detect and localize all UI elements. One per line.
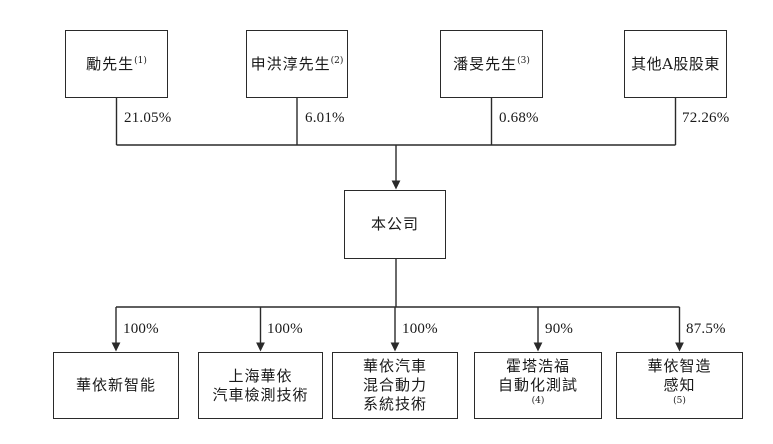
shareholder-name: 其他A股股東 bbox=[631, 54, 720, 73]
footnote-ref: (5) bbox=[673, 396, 686, 406]
ownership-pct: 6.01% bbox=[305, 110, 345, 126]
ownership-pct: 90% bbox=[545, 321, 574, 337]
subsidiary-name: 華依汽車 混合動力 系統技術 bbox=[362, 357, 427, 413]
company-box: 本公司 bbox=[344, 190, 446, 259]
shareholder-box-shenhongchun: 申洪淳先生(2) bbox=[246, 30, 348, 98]
ownership-pct: 72.26% bbox=[682, 110, 730, 126]
subsidiary-name: 華依智造 感知(5) bbox=[647, 357, 712, 406]
footnote-ref: (2) bbox=[330, 55, 344, 66]
shareholder-box-panmin: 潘旻先生(3) bbox=[440, 30, 543, 98]
subsidiary-box-huayi-hybrid-power: 華依汽車 混合動力 系統技術 bbox=[332, 352, 458, 419]
subsidiary-box-huayi-zhizao-ganzhi: 華依智造 感知(5) bbox=[616, 352, 743, 419]
footnote-ref: (1) bbox=[134, 55, 147, 66]
ownership-pct: 0.68% bbox=[499, 110, 539, 126]
shareholder-name: 勵先生(1) bbox=[86, 54, 147, 73]
subsidiary-box-shanghai-huayi-testing: 上海華依 汽車檢測技術 bbox=[198, 352, 323, 419]
subsidiary-box-huota-haofu-automation: 霍塔浩福 自動化測試(4) bbox=[474, 352, 602, 419]
ownership-pct: 21.05% bbox=[124, 110, 172, 126]
subsidiary-box-huayi-new-intelligence: 華依新智能 bbox=[53, 352, 179, 419]
shareholder-name: 潘旻先生(3) bbox=[453, 54, 530, 73]
subsidiary-name: 華依新智能 bbox=[75, 376, 156, 394]
ownership-pct: 100% bbox=[402, 321, 438, 337]
company-name: 本公司 bbox=[370, 215, 419, 233]
footnote-ref: (3) bbox=[517, 55, 530, 66]
ownership-pct: 100% bbox=[267, 321, 303, 337]
ownership-pct: 100% bbox=[123, 321, 159, 337]
arrowhead-icons bbox=[111, 180, 684, 352]
subsidiary-name: 上海華依 汽車檢測技術 bbox=[212, 366, 309, 404]
subsidiary-name: 霍塔浩福 自動化測試(4) bbox=[497, 357, 578, 406]
shareholder-box-other-a-shareholders: 其他A股股東 bbox=[624, 30, 727, 98]
footnote-ref: (4) bbox=[531, 396, 545, 406]
ownership-pct: 87.5% bbox=[686, 321, 726, 337]
shareholder-box-li: 勵先生(1) bbox=[65, 30, 168, 98]
shareholder-name: 申洪淳先生(2) bbox=[250, 54, 344, 73]
